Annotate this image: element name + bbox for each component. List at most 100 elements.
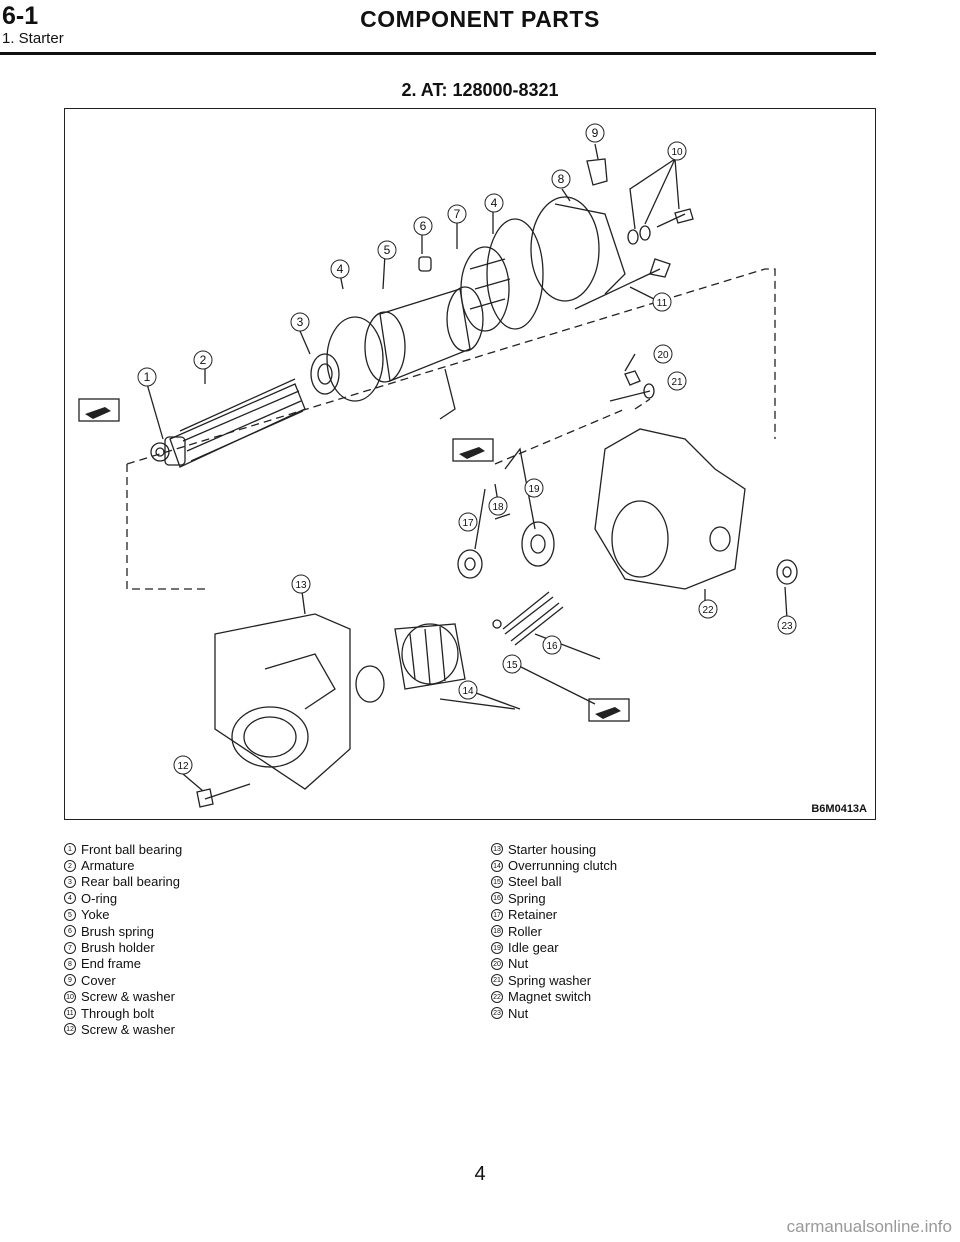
svg-text:10: 10	[671, 147, 683, 158]
legend-label: Nut	[508, 956, 529, 972]
svg-text:22: 22	[702, 605, 714, 616]
callout-6: 6	[413, 216, 433, 236]
callout-7: 7	[447, 204, 467, 224]
legend-number-badge: 13	[491, 843, 503, 856]
callout-10: 10	[667, 141, 687, 161]
legend-label: Nut	[508, 1005, 529, 1021]
legend-number-badge: 12	[64, 1023, 76, 1036]
legend-number-badge: 16	[491, 892, 503, 905]
callout-20: 20	[653, 344, 673, 364]
page-heading: COMPONENT PARTS	[360, 6, 600, 32]
legend-number-badge: 10	[64, 990, 76, 1003]
callout-11: 11	[652, 292, 672, 312]
legend-label: Spring	[508, 890, 546, 906]
svg-text:17: 17	[462, 518, 474, 529]
legend-number-badge: 1	[64, 843, 76, 856]
svg-text:14: 14	[462, 686, 474, 697]
grease-icon	[588, 698, 630, 722]
svg-text:20: 20	[657, 350, 669, 361]
svg-text:6: 6	[420, 219, 427, 233]
svg-text:4: 4	[337, 262, 344, 276]
legend-number-badge: 7	[64, 941, 76, 954]
svg-text:5: 5	[384, 243, 391, 257]
callout-22: 22	[698, 599, 718, 619]
svg-text:13: 13	[295, 580, 307, 591]
legend-item: 13 Starter housing	[491, 841, 617, 857]
exploded-diagram-drawing: 1 2 3 4 5 6 7 8 9 10 11 12 13 14 15 16 1…	[78, 123, 798, 808]
grease-icon	[452, 438, 494, 462]
legend-item: 10 Screw & washer	[64, 989, 182, 1005]
legend-label: Front ball bearing	[81, 841, 183, 857]
callout-2: 2	[193, 350, 213, 370]
callout-14: 14	[458, 680, 478, 700]
legend-number-badge: 9	[64, 974, 76, 987]
legend-number-badge: 2	[64, 859, 76, 872]
exploded-diagram: 1 2 3 4 5 6 7 8 9 10 11 12 13 14 15 16 1…	[64, 108, 876, 820]
callout-8: 8	[551, 169, 571, 189]
grease-icon	[78, 398, 120, 422]
legend-number-badge: 19	[491, 941, 503, 954]
legend-label: Idle gear	[508, 940, 559, 956]
legend-number-badge: 18	[491, 925, 503, 938]
legend-number-badge: 17	[491, 908, 503, 921]
svg-text:2: 2	[200, 353, 207, 367]
header-rule	[0, 52, 876, 55]
svg-text:1: 1	[144, 370, 151, 384]
svg-text:7: 7	[454, 207, 461, 221]
legend-number-badge: 15	[491, 875, 503, 888]
callout-19: 19	[524, 478, 544, 498]
legend-label: Roller	[508, 923, 542, 939]
svg-text:12: 12	[177, 761, 189, 772]
callout-23: 23	[777, 615, 797, 635]
svg-text:16: 16	[546, 641, 558, 652]
legend-item: 19 Idle gear	[491, 939, 617, 955]
legend-label: Screw & washer	[81, 989, 175, 1005]
callout-4b: 4	[484, 193, 504, 213]
legend-item: 11 Through bolt	[64, 1005, 182, 1021]
legend-item: 2 Armature	[64, 857, 182, 873]
legend-label: Rear ball bearing	[81, 874, 181, 890]
legend-item: 8 End frame	[64, 956, 182, 972]
legend-item: 9 Cover	[64, 972, 182, 988]
callout-5: 5	[377, 240, 397, 260]
svg-text:23: 23	[781, 621, 793, 632]
legend-label: Magnet switch	[508, 989, 592, 1005]
legend-number-badge: 8	[64, 957, 76, 970]
svg-text:21: 21	[671, 377, 683, 388]
legend-number-badge: 6	[64, 925, 76, 938]
svg-text:4: 4	[491, 196, 498, 210]
callout-15: 15	[502, 654, 522, 674]
legend-label: Yoke	[81, 907, 110, 923]
legend-label: Armature	[81, 858, 135, 874]
callout-12: 12	[173, 755, 193, 775]
callout-16: 16	[542, 635, 562, 655]
svg-text:3: 3	[297, 315, 304, 329]
legend-label: Through bolt	[81, 1005, 154, 1021]
callout-4: 4	[330, 259, 350, 279]
legend-label: Starter housing	[508, 841, 597, 857]
callout-17: 17	[458, 512, 478, 532]
section-subtitle: 1. Starter	[2, 30, 64, 47]
callout-21: 21	[667, 371, 687, 391]
svg-text:18: 18	[492, 502, 504, 513]
legend-number-badge: 11	[64, 1007, 76, 1020]
legend-label: End frame	[81, 956, 141, 972]
legend-label: Spring washer	[508, 972, 592, 988]
callout-3: 3	[290, 312, 310, 332]
callout-13: 13	[291, 574, 311, 594]
legend-label: Cover	[81, 972, 116, 988]
